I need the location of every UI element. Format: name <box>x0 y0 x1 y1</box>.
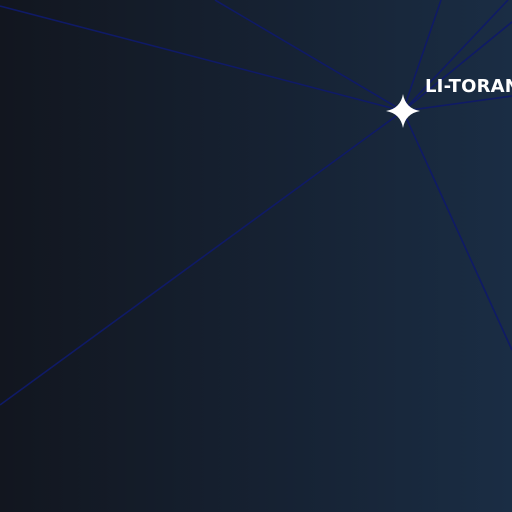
hyperlane-route <box>402 0 442 112</box>
hyperlane-route <box>0 5 404 112</box>
hyperlane-route <box>402 0 509 112</box>
hyperlane-route <box>214 0 404 112</box>
hyperlane-route <box>402 95 512 112</box>
star-system-li-toran[interactable]: LI-TORAN <box>386 76 512 128</box>
hyperlane-route <box>402 21 512 112</box>
four-point-star-icon[interactable] <box>386 94 420 128</box>
hyperlane-routes <box>0 0 512 406</box>
system-name-label[interactable]: LI-TORAN <box>425 76 512 97</box>
hyperlane-route <box>402 110 512 351</box>
hyperlane-route <box>0 110 404 406</box>
